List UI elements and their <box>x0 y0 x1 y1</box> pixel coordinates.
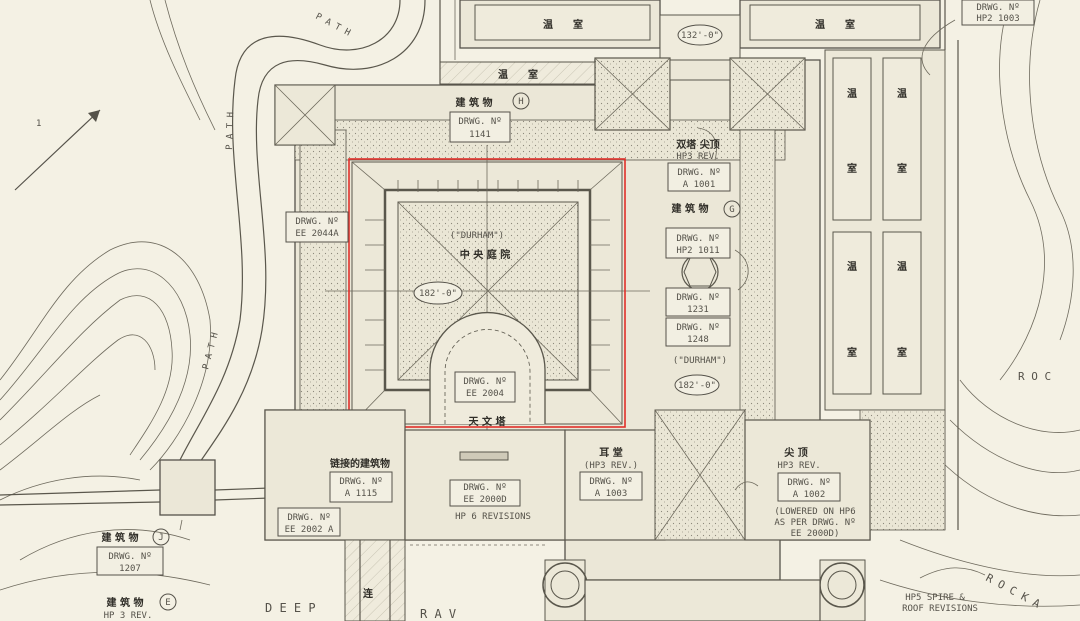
drwg-1231-line1: DRWG. Nº <box>676 293 719 303</box>
drwg-1141-line1: DRWG. Nº <box>458 117 501 127</box>
drwg-ee2004-line1: DRWG. Nº <box>463 377 506 387</box>
drwg-hp2-1011-line1: DRWG. Nº <box>676 234 719 244</box>
north-mark: 1 <box>36 119 41 129</box>
durham-right-label: ("DURHAM") <box>673 356 727 366</box>
drwg-a1003-line1: DRWG. Nº <box>589 477 632 487</box>
hp5-spire-line1: HP5 SPIRE & <box>905 593 965 603</box>
building-j-label: 建 筑 物 <box>101 531 139 544</box>
drwg-a1115-line1: DRWG. Nº <box>339 477 382 487</box>
building-h-label: 建 筑 物 <box>455 96 493 109</box>
greenhouse-right-3b: 温 <box>897 260 907 273</box>
greenhouse-right-1b: 温 <box>897 87 907 100</box>
drwg-hp2-1003-line1: DRWG. Nº <box>976 3 1019 13</box>
building-h-marker: H <box>518 97 523 107</box>
path-label-left: P A T H <box>225 112 236 150</box>
connector-label: 连 <box>363 587 374 600</box>
greenhouse-right-1: 温 <box>847 87 857 100</box>
right-greenhouses <box>824 40 959 531</box>
hp6-revisions-label: HP 6 REVISIONS <box>455 512 531 522</box>
drwg-1231-line2: 1231 <box>687 305 709 315</box>
drwg-ee2002a-line2: EE 2002 A <box>285 525 334 535</box>
greenhouse-right-4: 室 <box>847 346 857 359</box>
ear-hall-label: 耳 堂 <box>599 446 622 459</box>
greenhouse-label-top-left: 温 室 <box>543 18 583 31</box>
twin-tower-label: 双塔 尖顶 <box>676 138 719 151</box>
top-greenhouses <box>439 0 946 85</box>
drwg-1248-line1: DRWG. Nº <box>676 323 719 333</box>
lowered-note-line3: EE 2000D) <box>791 529 840 539</box>
gatehouse <box>159 459 216 516</box>
lowered-note-line2: AS PER DRWG. Nº <box>774 518 855 528</box>
building-j-marker: J <box>158 533 163 543</box>
hp3-rev-right: HP3 REV. <box>777 461 820 471</box>
greenhouse-right-3: 温 <box>847 260 857 273</box>
hp3-rev-mid: (HP3 REV.) <box>584 461 638 471</box>
drwg-a1115-line2: A 1115 <box>345 489 378 499</box>
north-arrow-icon <box>14 109 101 191</box>
drwg-1248-line2: 1248 <box>687 335 709 345</box>
central-court-label: 中 央 庭 院 <box>460 248 510 261</box>
greenhouse-right-2b: 室 <box>897 162 907 175</box>
lowered-note-line1: (LOWERED ON HP6 <box>774 507 855 517</box>
drwg-ee2004-line2: EE 2004 <box>466 389 504 399</box>
drwg-a1003-line2: A 1003 <box>595 489 628 499</box>
drwg-a1001-line2: A 1001 <box>683 180 716 190</box>
drwg-ee2002a-line1: DRWG. Nº <box>287 513 330 523</box>
building-e-label: 建 筑 物 <box>106 596 144 609</box>
central-courtyard <box>325 145 650 430</box>
drwg-a1002-line1: DRWG. Nº <box>787 478 830 488</box>
drwg-a1001-line1: DRWG. Nº <box>677 168 720 178</box>
leader-arrows <box>179 19 986 579</box>
drwg-1207-line1: DRWG. Nº <box>108 552 151 562</box>
linked-building-label: 链接的建筑物 <box>329 457 390 470</box>
drwg-ee2044a-line1: DRWG. Nº <box>295 217 338 227</box>
ravine-label: R A V <box>420 607 456 621</box>
drwg-ee2000d-line1: DRWG. Nº <box>463 483 506 493</box>
right-wing <box>681 129 776 431</box>
drwg-ee2044a-line2: EE 2044A <box>295 229 339 239</box>
highlight-frame <box>348 158 626 428</box>
hp3-rev-top: HP3 REV. <box>676 152 719 162</box>
observatory-label: 天 文 塔 <box>469 415 507 428</box>
building-g-marker: G <box>729 205 734 215</box>
drwg-1141-line2: 1141 <box>469 130 491 140</box>
contour-lines-right <box>879 0 1080 607</box>
drwg-hp2-1003-line2: HP2 1003 <box>976 14 1019 24</box>
building-e-marker: E <box>165 598 170 608</box>
grid-markers <box>152 24 741 611</box>
greenhouse-label-top-mid: 温 室 <box>498 68 538 81</box>
contour-lines-left <box>0 0 216 591</box>
greenhouse-right-2: 室 <box>847 162 857 175</box>
drwg-ee2000d-line2: EE 2000D <box>463 495 506 505</box>
durham-center-label: ("DURHAM") <box>450 231 504 241</box>
reference-tags <box>96 0 1035 576</box>
dimension-right: 182'-0" <box>678 381 716 391</box>
greenhouse-label-top-right: 温 室 <box>815 18 855 31</box>
hp5-spire-line2: ROOF REVISIONS <box>902 604 978 614</box>
hp3-rev-bottom-left: HP 3 REV. <box>104 611 153 621</box>
dimension-top: 132'-0" <box>681 31 719 41</box>
spire-label: 尖 顶 <box>784 446 807 459</box>
twin-spire-towers <box>594 57 806 131</box>
greenhouse-right-4b: 室 <box>897 346 907 359</box>
drwg-hp2-1011-line2: HP2 1011 <box>676 246 719 256</box>
drwg-a1002-line2: A 1002 <box>793 490 826 500</box>
winding-path <box>0 0 426 516</box>
drwg-1207-line2: 1207 <box>119 564 141 574</box>
rock-label-right: R O C <box>1018 370 1051 383</box>
dimension-center: 182'-0" <box>419 289 457 299</box>
deep-label: D E E P <box>265 601 316 615</box>
building-g-label: 建 筑 物 <box>671 202 709 215</box>
